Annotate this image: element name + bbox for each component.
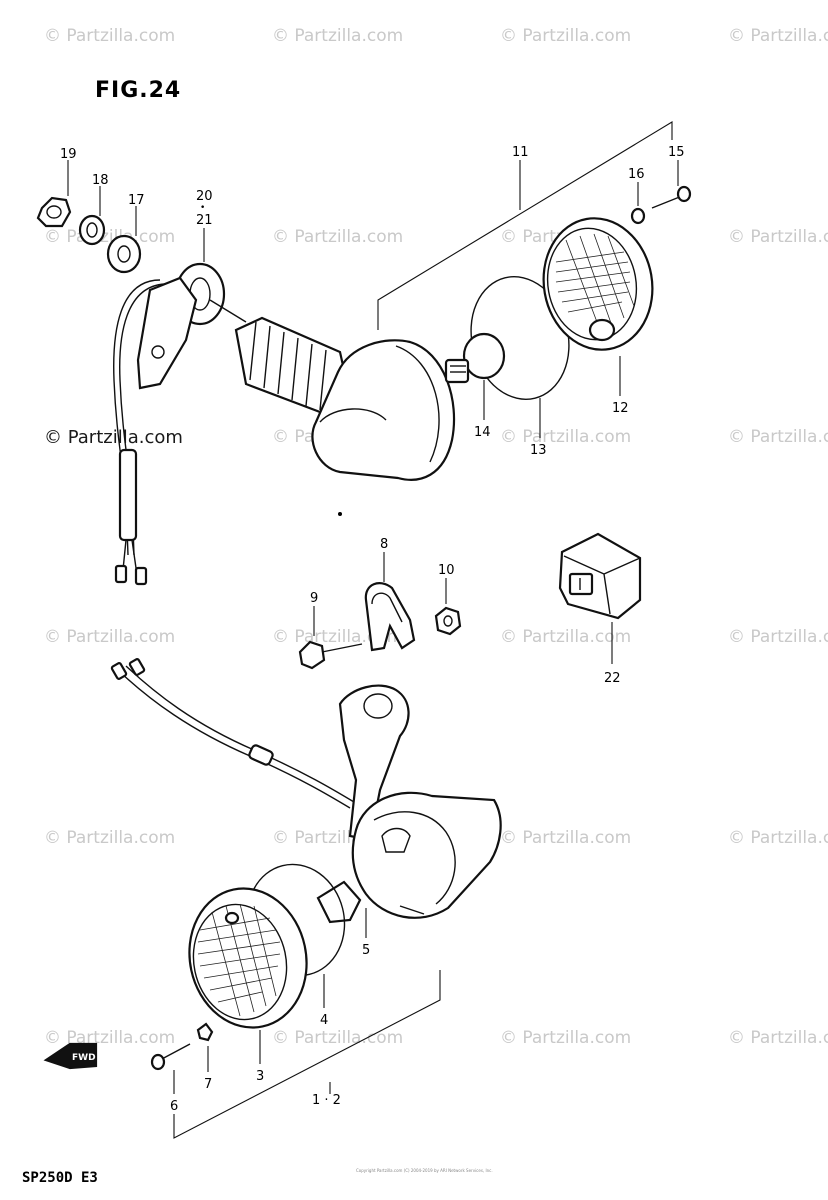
clamp-8 — [364, 582, 416, 652]
bulb-14 — [444, 332, 506, 384]
leader-11 — [377, 121, 673, 330]
wire-sleeve-upper — [118, 448, 138, 542]
wire-terminal — [114, 564, 128, 584]
callout-10: 10 — [438, 563, 455, 578]
lower-wire-harness — [119, 671, 351, 809]
lens-12 — [542, 217, 654, 351]
callout-3: 3 — [256, 1069, 264, 1084]
model-code: SP250D E3 — [22, 1170, 98, 1186]
callout-16: 16 — [628, 167, 645, 182]
wire-terminal — [128, 658, 146, 676]
watermark: © Partzilla.com — [44, 627, 176, 647]
watermark: © Partzilla.com — [44, 26, 176, 46]
watermark: © Partzilla.com — [272, 26, 404, 46]
watermark: © Partzilla.com — [728, 828, 828, 848]
figure-title: FIG.24 — [95, 78, 182, 103]
callout-17: 17 — [128, 193, 145, 208]
rubber-boot-upper — [234, 316, 350, 414]
callout-11: 11 — [512, 145, 529, 160]
callout-6: 6 — [170, 1099, 178, 1114]
callout-18: 18 — [92, 173, 109, 188]
watermark: © Partzilla.com — [500, 427, 632, 447]
fwd-arrow-icon: FWD — [43, 1042, 98, 1070]
callout-20: 20 — [196, 189, 213, 204]
watermark: © Partzilla.com — [272, 1028, 404, 1048]
watermark: © Partzilla.com — [500, 627, 632, 647]
svg-text:•: • — [200, 203, 205, 213]
callout-8: 8 — [380, 537, 388, 552]
fwd-label: FWD — [72, 1053, 96, 1063]
wire-sleeve-lower — [248, 744, 274, 766]
watermark: © Partzilla.com — [728, 427, 828, 447]
watermark: © Partzilla.com — [44, 828, 176, 848]
flat-washer-17 — [106, 234, 142, 274]
bolt-9 — [298, 640, 363, 670]
callout-14: 14 — [474, 425, 491, 440]
upper-mount-plate — [136, 276, 198, 390]
wire-terminal — [110, 662, 128, 680]
callout-9: 9 — [310, 591, 318, 606]
callout-22: 22 — [604, 671, 621, 686]
watermark: © Partzilla.com — [44, 227, 176, 247]
relay-22 — [558, 532, 642, 620]
watermark: © Partzilla.com — [728, 627, 828, 647]
screw-6 — [150, 1043, 191, 1071]
screw-15 — [651, 185, 692, 209]
watermark: © Partzilla.com — [500, 1028, 632, 1048]
housing-lower — [351, 791, 502, 919]
callout-21: 21 — [196, 213, 213, 228]
callout-5: 5 — [362, 943, 370, 958]
wire-terminal — [134, 566, 148, 586]
watermark: © Partzilla.com — [728, 26, 828, 46]
lock-washer-18 — [78, 214, 106, 246]
watermark: © Partzilla.com — [728, 1028, 828, 1048]
bulb-5 — [316, 880, 362, 924]
nut-10 — [434, 606, 462, 636]
callout-15: 15 — [668, 145, 685, 160]
lens-3 — [188, 887, 308, 1029]
watermark: © Partzilla.com — [728, 227, 828, 247]
callout-12: 12 — [612, 401, 629, 416]
callout-19: 19 — [60, 147, 77, 162]
washer-7 — [196, 1022, 214, 1042]
housing-upper — [311, 339, 456, 481]
watermark-primary: © Partzilla.com — [44, 427, 183, 448]
washer-16 — [630, 207, 646, 225]
callout-4: 4 — [320, 1013, 328, 1028]
watermark: © Partzilla.com — [500, 828, 632, 848]
copyright-note: Copyright Partzilla.com (C) 2004-2019 by… — [356, 1168, 493, 1173]
watermark: © Partzilla.com — [500, 26, 632, 46]
leader-1-2 — [173, 970, 441, 1139]
callout-7: 7 — [204, 1077, 212, 1092]
callout-1-2: 1 · 2 — [312, 1093, 341, 1108]
watermark: © Partzilla.com — [272, 227, 404, 247]
hex-nut-19 — [36, 196, 72, 228]
callout-13: 13 — [530, 443, 547, 458]
